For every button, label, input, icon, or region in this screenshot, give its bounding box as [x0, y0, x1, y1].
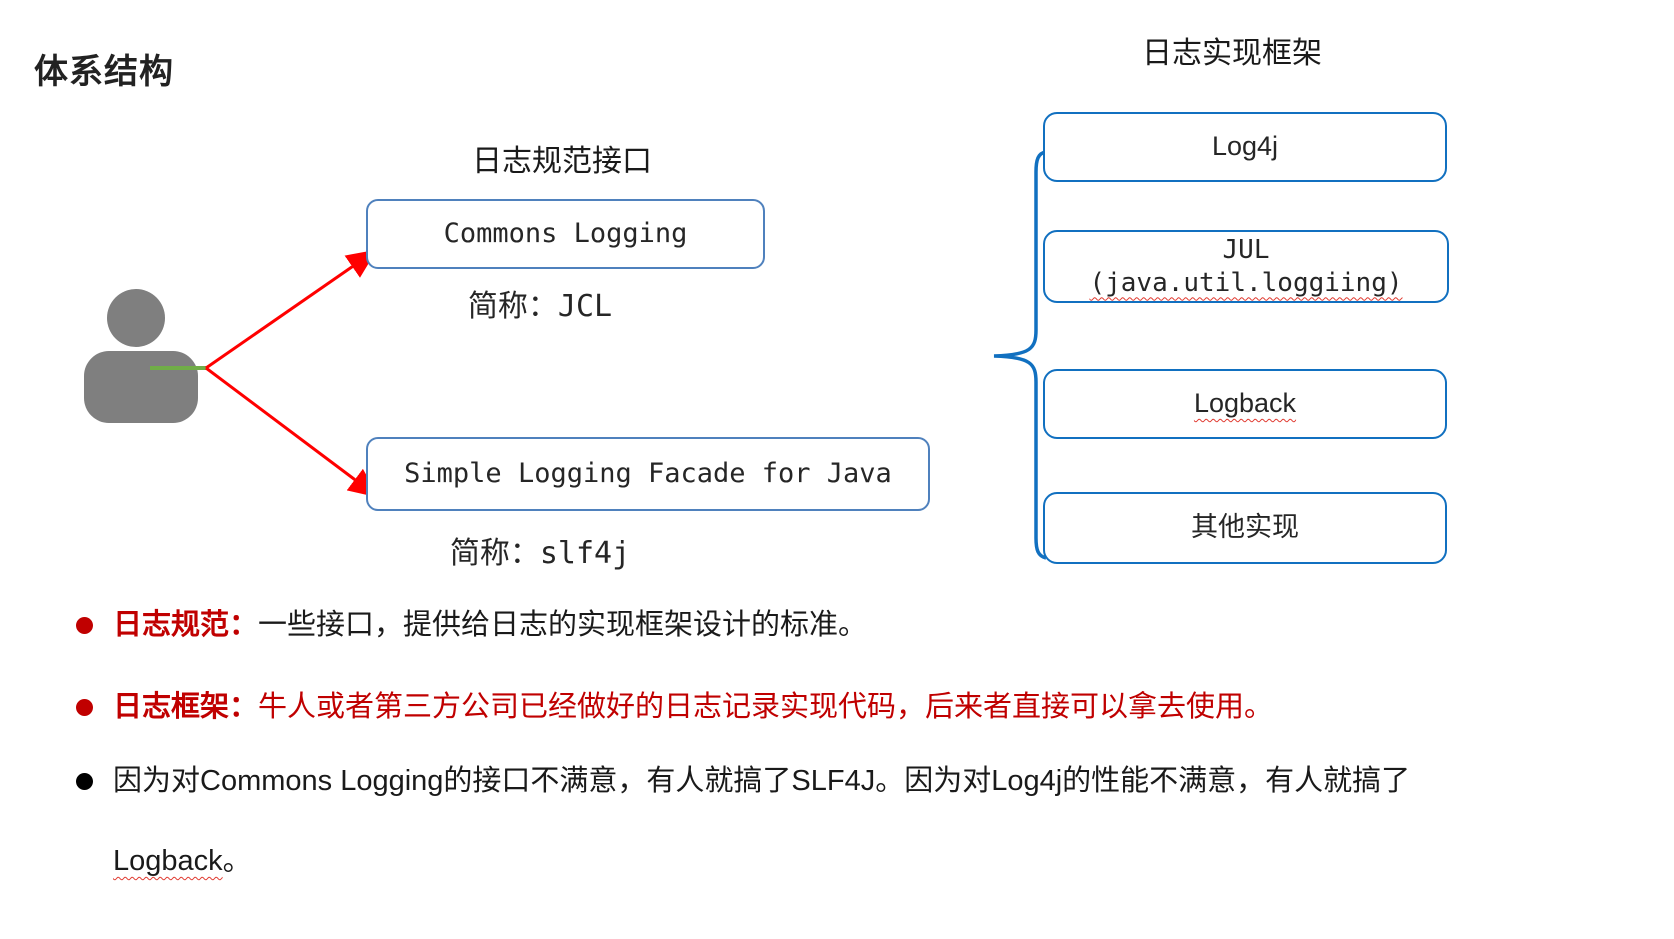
spec-section-heading: 日志规范接口 [472, 145, 652, 178]
node-other-impl: 其他实现 [1043, 492, 1447, 564]
bullet-history-logback-word: Logback [113, 845, 223, 877]
page-title: 体系结构 [34, 53, 174, 91]
node-logback: Logback [1043, 369, 1447, 439]
arrow-to-slf4j-icon [205, 366, 379, 498]
bullet-history-text: 因为对Commons Logging的接口不满意，有人就搞了SLF4J。因为对L… [113, 765, 1411, 797]
node-jul-label: JUL [1222, 235, 1270, 265]
node-logback-label: Logback [1193, 388, 1297, 419]
caption-slf4j: 简称：slf4j [380, 528, 700, 572]
caption-slf4j-value: slf4j [539, 536, 631, 571]
bullet-log-spec-label: 日志规范： [113, 609, 259, 641]
bullet-log-framework-text: 日志框架：牛人或者第三方公司已经做好的日志记录实现代码，后来者直接可以拿去使用。 [113, 691, 1274, 723]
bullet-dot-icon [76, 699, 93, 716]
caption-jcl: 简称：JCL [380, 281, 700, 325]
node-commons-logging: Commons Logging [366, 199, 765, 269]
bullet-log-spec-text: 日志规范：一些接口，提供给日志的实现框架设计的标准。 [113, 609, 868, 641]
bullet-history-line2: Logback。 [113, 845, 252, 877]
node-jul-sublabel: (java.util.loggiing) [1089, 267, 1403, 298]
node-log4j-label: Log4j [1211, 131, 1279, 162]
node-slf4j: Simple Logging Facade for Java [366, 437, 930, 511]
grouping-brace-icon [993, 150, 1047, 560]
caption-jcl-value: JCL [557, 289, 613, 324]
node-other-impl-label: 其他实现 [1191, 512, 1299, 543]
caption-jcl-prefix: 简称： [467, 290, 558, 323]
bullet-dot-icon [76, 773, 93, 790]
user-icon [84, 289, 198, 423]
bullet-log-spec: 日志规范：一些接口，提供给日志的实现框架设计的标准。 [76, 604, 1576, 646]
bullet-dot-icon [76, 617, 93, 634]
node-slf4j-label: Simple Logging Facade for Java [404, 458, 892, 490]
bullet-history: 因为对Commons Logging的接口不满意，有人就搞了SLF4J。因为对L… [76, 760, 1636, 802]
arrow-to-commons-logging-icon [205, 249, 377, 370]
node-jul: JUL (java.util.loggiing) [1043, 230, 1449, 303]
caption-slf4j-prefix: 简称： [449, 537, 540, 570]
node-log4j: Log4j [1043, 112, 1447, 182]
node-commons-logging-label: Commons Logging [443, 218, 688, 250]
impl-section-heading: 日志实现框架 [1142, 37, 1322, 70]
bullet-log-framework: 日志框架：牛人或者第三方公司已经做好的日志记录实现代码，后来者直接可以拿去使用。 [76, 686, 1636, 728]
bullet-log-framework-label: 日志框架： [113, 691, 259, 723]
